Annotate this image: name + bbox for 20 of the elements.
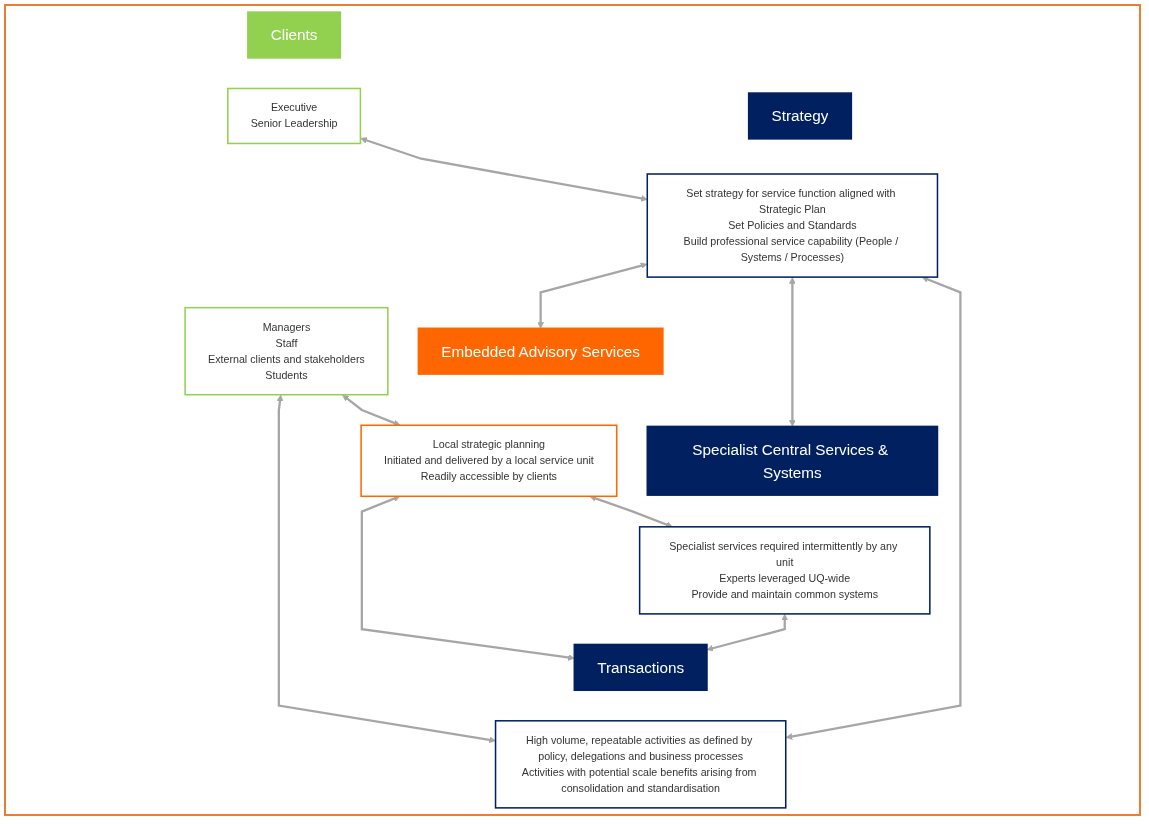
content-box: Managers Staff External clients and stakeholders Students xyxy=(184,306,389,396)
header-box: Clients xyxy=(246,11,341,59)
content-box: High volume, repeatable activities as defined by policy, delegations and business processes Activities with potential scale benefits arising from consolidation and standardisation xyxy=(494,720,787,809)
arrow xyxy=(785,276,962,740)
arrow xyxy=(276,394,496,744)
arrow xyxy=(706,613,788,652)
arrow xyxy=(589,495,673,528)
header-box: Specialist Central Services & Systems xyxy=(646,425,938,496)
header-box: Embedded Advisory Services xyxy=(417,327,664,375)
arrow xyxy=(537,262,648,329)
arrow xyxy=(360,137,648,202)
arrow xyxy=(788,277,796,427)
content-box: Local strategic planning Initiated and delivered by a local service unit Readily accessible by clients xyxy=(360,424,618,498)
content-box: Specialist services required intermittently by any unit Experts leveraged UQ-wide Provide and maintain common systems xyxy=(638,526,931,615)
content-box: Executive Senior Leadership xyxy=(226,87,361,145)
arrow xyxy=(360,495,575,661)
header-box: Transactions xyxy=(573,643,708,692)
content-box: Set strategy for service function aligned with Strategic Plan Set Policies and Standards Build professional service capability (People / Systems / Processes) xyxy=(646,173,938,278)
arrow xyxy=(341,394,401,427)
header-box: Strategy xyxy=(747,92,852,140)
